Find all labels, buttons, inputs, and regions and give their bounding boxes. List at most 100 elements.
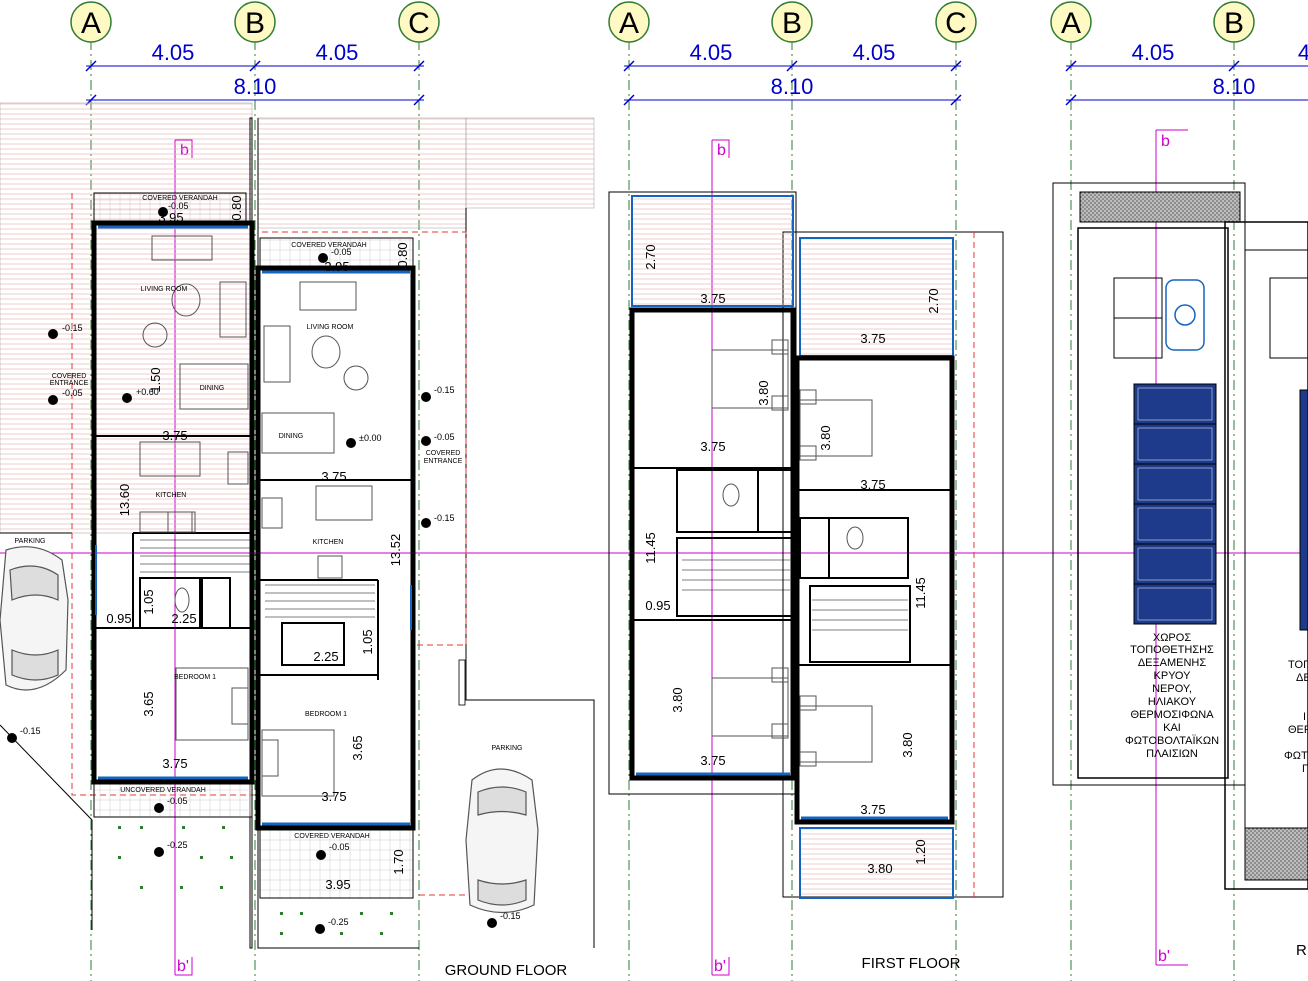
label-covered-entrance-2b: ENTRANCE (424, 458, 463, 465)
section-mark-b-prime-1: b' (177, 958, 189, 975)
first-floor-plan: 3.75 3.75 3.75 3.75 3.75 3.75 0.95 3.80 … (608, 191, 1004, 972)
roof-note-clipped-line: ΘΕΡ (1288, 724, 1308, 736)
level-m015-b: -0.15 (20, 726, 41, 736)
level-m005-b: -0.05 (167, 796, 188, 806)
dim-395-b: 3.95 (324, 259, 349, 274)
label-kitchen-2: KITCHEN (313, 539, 344, 546)
ff-dim-1145-a: 11.45 (643, 532, 658, 564)
level-m005-c: -0.05 (168, 201, 189, 211)
dim-225-a: 2.25 (171, 611, 196, 626)
dim-105-a: 1.05 (141, 589, 156, 614)
roof-note-clipped-line: ΤΟΠ (1288, 659, 1308, 671)
grid-bubble-b1 (234, 1, 276, 43)
roof-note-line: ΚΑΙ (1163, 722, 1181, 734)
grid-bubble-b2 (771, 1, 813, 43)
section-mark-b-3: b (1161, 133, 1170, 150)
label-covered-verandah-1: COVERED VERANDAH (142, 195, 217, 202)
title-ground-floor: GROUND FLOOR (445, 962, 568, 979)
roof-note-line: ΚΡΥΟΥ (1154, 670, 1192, 682)
ff-dim-375-a: 3.75 (700, 291, 725, 306)
roof-note-clipped-line: ΔΕ (1296, 672, 1308, 684)
level-p000: ±0.00 (359, 433, 381, 443)
dim-ab-2: 4.05 (690, 40, 733, 65)
dim-150: 1.50 (148, 367, 163, 392)
dim-095: 0.95 (106, 611, 131, 626)
grid-label-b2: B (782, 7, 802, 40)
label-dining-2: DINING (279, 433, 304, 440)
title-roof-clipped: R (1296, 942, 1307, 959)
roof-note-line: ΔΕΞΑΜΕΝΗΣ (1138, 657, 1207, 669)
roof-note-clipped: ΤΟΠ ΔΕ Ι ΘΕΡ ΦΩΤ Π (1284, 659, 1308, 775)
ground-floor-plan: COVERED VERANDAH COVERED VERANDAH UNCOVE… (0, 102, 595, 979)
grid-bubble-c1 (398, 1, 440, 43)
label-parking-1: PARKING (15, 538, 46, 545)
ff-dim-375-b: 3.75 (860, 331, 885, 346)
grid-label-c2: C (945, 7, 967, 40)
ff-dim-380-b: 3.80 (756, 380, 771, 405)
ff-dim-380-c: 3.80 (818, 425, 833, 450)
car-icon (0, 546, 69, 691)
level-m015-a: -0.15 (62, 323, 83, 333)
ff-dim-375-f: 3.75 (860, 802, 885, 817)
label-parking-2: PARKING (492, 745, 523, 752)
grid-label-a2: A (619, 7, 639, 40)
label-dining-1: DINING (200, 385, 225, 392)
roof-note-line: ΠΛΑΙΣΙΩΝ (1146, 748, 1198, 760)
dim-365-a: 3.65 (141, 691, 156, 716)
roof-note-line: ΘΕΡΜΟΣΙΦΩΝΑ (1130, 709, 1214, 721)
grid-bubble-a3 (1050, 1, 1092, 43)
level-m005-f: -0.05 (329, 842, 350, 852)
section-mark-b-prime-2: b' (714, 958, 726, 975)
dim-1352: 13.52 (388, 534, 403, 567)
label-covered-entrance-1a: COVERED (52, 373, 87, 380)
roof-note-clipped-line: Π (1302, 763, 1308, 775)
grid-bubble-b3 (1213, 1, 1255, 43)
level-m005-e: -0.05 (434, 432, 455, 442)
label-bedroom-1b: BEDROOM 1 (305, 711, 347, 718)
label-bedroom-1a: BEDROOM 1 (174, 674, 216, 681)
ff-dim-375-e: 3.75 (700, 753, 725, 768)
roof-note-line: ΗΛΙΑΚΟΥ (1148, 696, 1197, 708)
dim-1360: 13.60 (117, 484, 132, 517)
ff-dim-375-d: 3.75 (860, 477, 885, 492)
dim-170: 1.70 (391, 849, 406, 874)
grid-label-a3: A (1061, 7, 1081, 40)
ff-dim-380-a: 3.80 (867, 861, 892, 876)
dim-375-c: 3.75 (162, 756, 187, 771)
ff-dim-375-c: 3.75 (700, 439, 725, 454)
ff-dim-1145-b: 11.45 (913, 577, 928, 609)
dim-total-3: 8.10 (1213, 74, 1256, 99)
label-kitchen-1: KITCHEN (156, 492, 187, 499)
dim-ab-3: 4.05 (1132, 40, 1175, 65)
dim-375-a: 3.75 (162, 428, 187, 443)
label-living-room-1: LIVING ROOM (141, 286, 188, 293)
dim-395-c: 3.95 (325, 877, 350, 892)
level-m005-a: -0.05 (62, 388, 83, 398)
dim-total-2: 8.10 (771, 74, 814, 99)
dim-bc-1: 4.05 (316, 40, 359, 65)
level-m015-c: -0.15 (434, 385, 455, 395)
section-mark-b-2: b (717, 142, 726, 159)
label-covered-verandah-3: COVERED VERANDAH (294, 833, 369, 840)
roof-note-clipped-line: Ι (1303, 711, 1306, 723)
dim-375-d: 3.75 (321, 789, 346, 804)
roof-note-line: ΤΟΠΟΘΕΤΗΣΗΣ (1130, 644, 1214, 656)
roof-note-clipped-line: ΦΩΤ (1284, 750, 1308, 762)
label-covered-verandah-2: COVERED VERANDAH (291, 242, 366, 249)
level-m015-d: -0.15 (434, 513, 455, 523)
ff-dim-095: 0.95 (645, 598, 670, 613)
dim-total-1: 8.10 (234, 74, 277, 99)
level-p060: +0.60 (136, 387, 159, 397)
dim-080-b: 0.80 (395, 242, 410, 267)
grid-axes: A B C A B C A B (70, 1, 1255, 981)
dim-ab-1: 4.05 (152, 40, 195, 65)
grid-label-a1: A (81, 7, 101, 40)
dim-375-b: 3.75 (321, 469, 346, 484)
level-m025-b: -0.25 (328, 917, 349, 927)
dim-105-b: 1.05 (360, 629, 375, 654)
level-m015-e: -0.15 (500, 911, 521, 921)
ff-dim-380-d: 3.80 (670, 687, 685, 712)
ff-dim-380-e: 3.80 (900, 732, 915, 757)
ff-dim-270-b: 2.70 (926, 288, 941, 313)
